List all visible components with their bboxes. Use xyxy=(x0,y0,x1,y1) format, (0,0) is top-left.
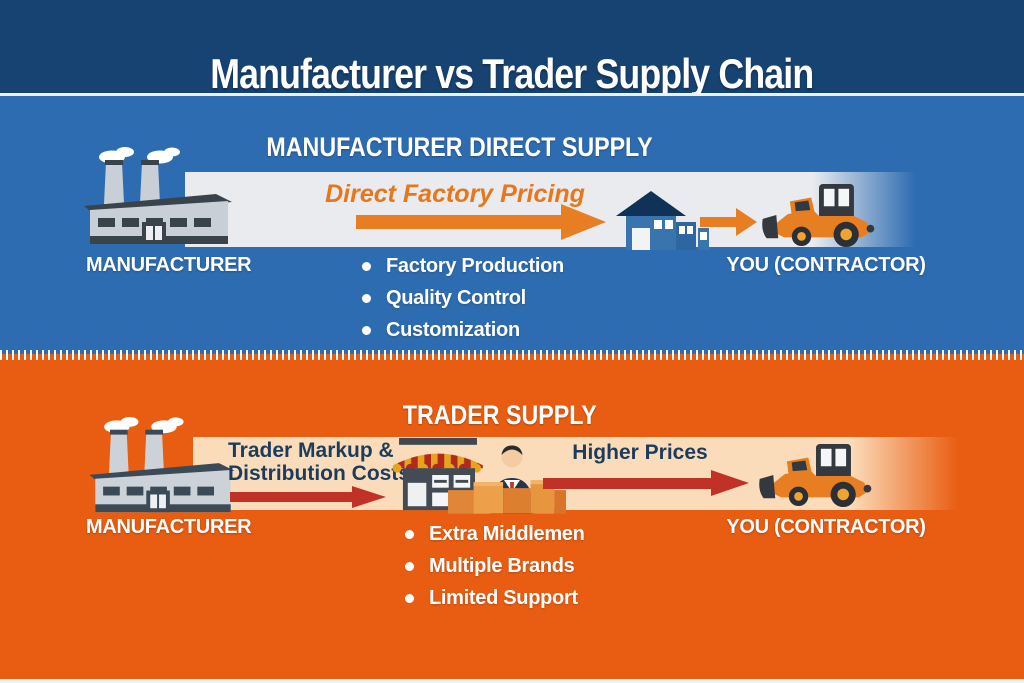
arrow-right-icon xyxy=(543,470,749,496)
trader-destination-label: YOU (CONTRACTOR) xyxy=(726,516,926,538)
header-divider-line xyxy=(0,93,1024,96)
list-item: Factory Production xyxy=(362,254,564,278)
list-item: Limited Support xyxy=(405,586,585,610)
house-icon xyxy=(616,191,709,250)
direct-supply-section: MANUFACTURER DIRECT SUPPLY Direct Factor… xyxy=(0,96,1024,354)
arrow-right-icon xyxy=(230,486,386,508)
higher-prices-label: Higher Prices xyxy=(572,441,708,464)
section-divider xyxy=(0,350,1024,360)
direct-flow-label: Direct Factory Pricing xyxy=(325,180,585,208)
store-icon xyxy=(392,438,483,511)
direct-destination-label: YOU (CONTRACTOR) xyxy=(726,254,926,276)
factory-icon xyxy=(89,416,235,513)
list-item: Extra Middlemen xyxy=(405,522,585,546)
trader-drawbacks-list: Extra Middlemen Multiple Brands Limited … xyxy=(405,522,585,610)
direct-benefits-list: Factory Production Quality Control Custo… xyxy=(362,254,564,342)
bullet-dot-icon xyxy=(362,293,371,303)
bullet-dot-icon xyxy=(362,261,371,271)
header: Manufacturer vs Trader Supply Chain xyxy=(0,0,1024,97)
list-item: Quality Control xyxy=(362,286,564,310)
loader-icon xyxy=(762,183,875,248)
list-item: Customization xyxy=(362,318,564,342)
trader-markup-label-line1: Trader Markup & xyxy=(228,439,394,462)
list-item: Multiple Brands xyxy=(405,554,585,578)
direct-source-label: MANUFACTURER xyxy=(86,254,252,276)
footer-line xyxy=(0,679,1024,683)
factory-icon xyxy=(84,147,232,244)
loader-icon xyxy=(759,443,872,508)
arrow-right-icon xyxy=(700,208,757,236)
trader-source-label: MANUFACTURER xyxy=(86,516,252,538)
bullet-dot-icon xyxy=(405,529,414,539)
arrow-right-icon xyxy=(356,204,606,240)
direct-supply-heading: MANUFACTURER DIRECT SUPPLY xyxy=(266,132,654,163)
bullet-dot-icon xyxy=(405,561,414,571)
page-title: Manufacturer vs Trader Supply Chain xyxy=(210,50,814,98)
bullet-dot-icon xyxy=(362,325,371,335)
trader-markup-label-line2: Distribution Costs xyxy=(228,462,410,485)
trader-supply-heading: TRADER SUPPLY xyxy=(403,400,597,431)
trader-supply-section: TRADER SUPPLY Trader Markup & Distributi… xyxy=(0,354,1024,679)
bullet-dot-icon xyxy=(405,593,414,603)
